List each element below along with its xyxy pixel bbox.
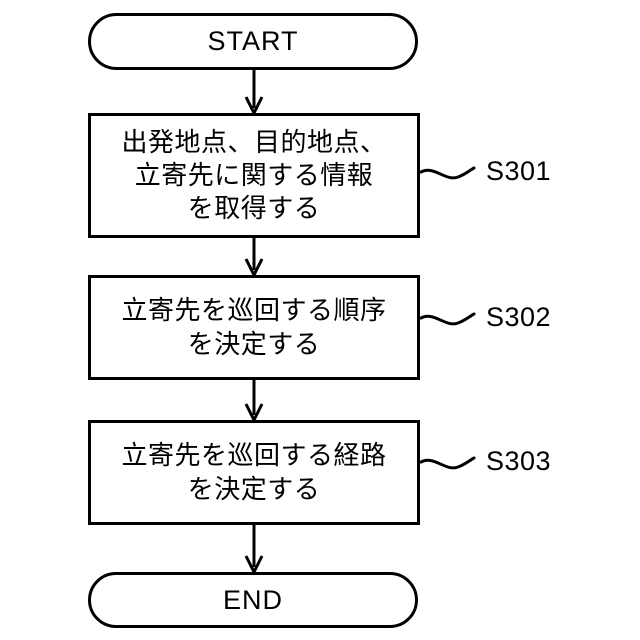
node-start: START	[88, 13, 418, 70]
step-label-s301: S301	[486, 156, 552, 186]
node-s303: 立寄先を巡回する経路 を決定する	[88, 420, 420, 525]
step-label-s303: S303	[486, 446, 552, 476]
node-s302: 立寄先を巡回する順序 を決定する	[88, 275, 420, 380]
leader-line-s301	[419, 166, 476, 180]
node-s303-label: 立寄先を巡回する経路 を決定する	[121, 440, 387, 504]
node-s301: 出発地点、目的地点、 立寄先に関する情報 を取得する	[88, 113, 420, 238]
step-label-s302: S302	[486, 302, 552, 332]
connector-s301-to-s302	[244, 238, 264, 279]
connector-s303-to-end	[244, 525, 264, 576]
leader-line-s302	[419, 312, 476, 326]
node-s302-label: 立寄先を巡回する順序 を決定する	[121, 295, 387, 359]
connector-s302-to-s303	[244, 380, 264, 424]
leader-line-s303	[419, 456, 476, 470]
connector-start-to-s301	[244, 70, 264, 117]
node-end-label: END	[222, 584, 283, 615]
node-start-label: START	[207, 26, 299, 56]
node-end: END	[88, 572, 418, 628]
node-s301-label: 出発地点、目的地点、 立寄先に関する情報 を取得する	[121, 126, 387, 224]
